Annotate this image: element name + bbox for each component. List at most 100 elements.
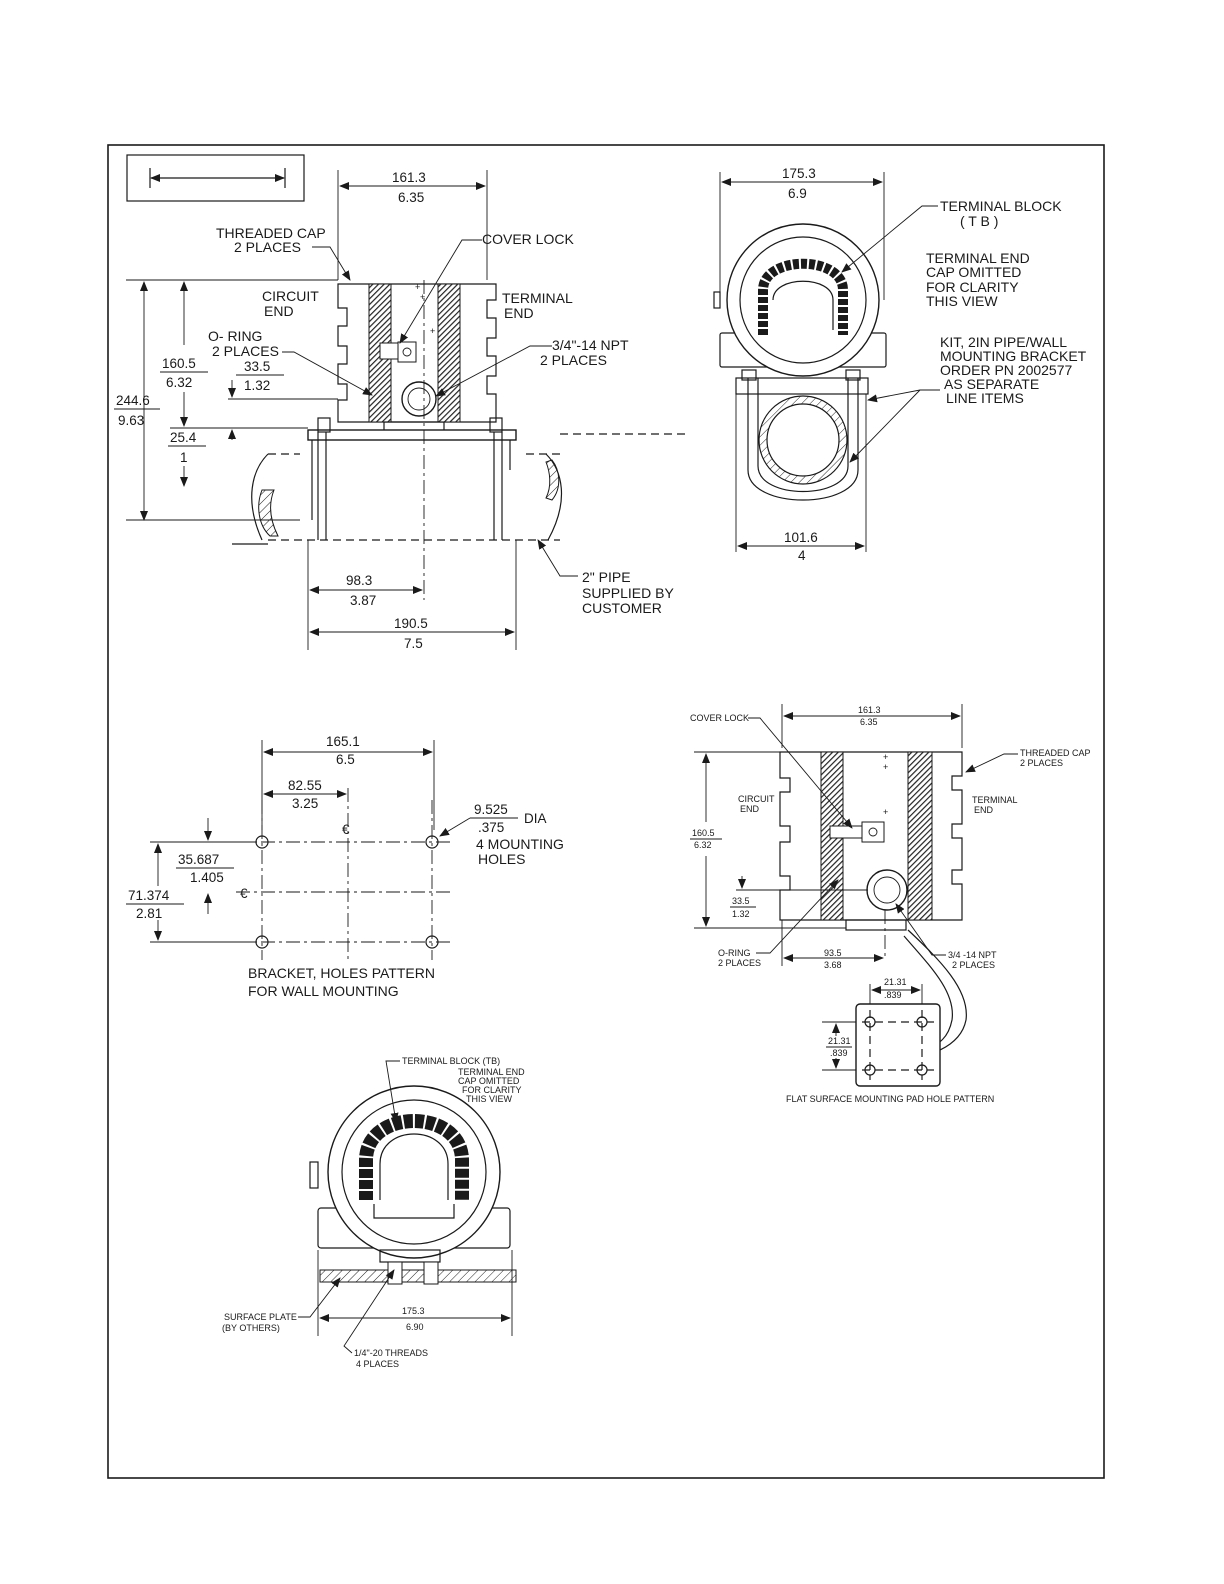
pipe — [232, 433, 690, 545]
svg-text:+: + — [415, 282, 420, 292]
surface-note-1: TERMINAL END — [458, 1067, 525, 1077]
terminal-block-surface — [359, 1114, 469, 1219]
end-bottom-in: 4 — [798, 548, 806, 563]
flat-npt: 3/4 -14 NPT — [948, 950, 997, 960]
svg-text:+: + — [420, 292, 425, 302]
end-note-3: FOR CLARITY — [926, 279, 1019, 295]
circuit-end-label-2: END — [264, 303, 294, 319]
svg-text:+: + — [883, 762, 888, 772]
u-bolt — [311, 432, 511, 540]
surface-plate-end-view: TERMINAL BLOCK (TB) TERMINAL END CAP OMI… — [222, 1056, 525, 1369]
threaded-cap-right-flat — [907, 751, 933, 921]
flat-height-in: 6.32 — [694, 840, 712, 850]
bracket-caption: BRACKET, HOLES PATTERN — [248, 965, 435, 981]
bracket-width-mm: 165.1 — [326, 734, 360, 749]
flat-width-in: 6.35 — [860, 717, 878, 727]
mounting-hole — [425, 935, 439, 949]
bracket-width-in: 6.5 — [336, 752, 355, 767]
pipe-note-3: CUSTOMER — [582, 600, 662, 616]
circuit-end-label: CIRCUIT — [262, 288, 319, 304]
front-center-in: 3.87 — [350, 593, 376, 608]
threads-places: 4 PLACES — [356, 1359, 399, 1369]
front-view-pipe-mount: + + + 161.3 6.35 T — [114, 170, 690, 651]
holes-note: 4 MOUNTING — [476, 836, 564, 852]
front-bracket-in: 7.5 — [404, 636, 423, 651]
front-pipe-mm: 25.4 — [170, 430, 197, 445]
kit-note-5: LINE ITEMS — [946, 390, 1024, 406]
mounting-bracket — [307, 429, 517, 441]
svg-text:+: + — [883, 807, 888, 817]
flat-height-mm: 160.5 — [692, 828, 715, 838]
kit-note-1: KIT, 2IN PIPE/WALL — [940, 334, 1067, 350]
bracket-half-y-in: 1.405 — [190, 870, 224, 885]
terminal-block-abbr: ( T B ) — [960, 213, 998, 229]
end-note-1: TERMINAL END — [926, 250, 1030, 266]
mounting-pad — [855, 929, 967, 1087]
threads-label: 1/4"-20 THREADS — [354, 1348, 428, 1358]
terminal-end-label-2: END — [504, 305, 534, 321]
terminal-end-label: TERMINAL — [502, 290, 573, 306]
cover-lock-label: COVER LOCK — [482, 231, 574, 247]
end-note-4: THIS VIEW — [926, 293, 998, 309]
flat-width-mm: 161.3 — [858, 705, 881, 715]
npt-places: 2 PLACES — [540, 352, 607, 368]
kit-note-2: MOUNTING BRACKET — [940, 348, 1087, 364]
flat-center-mm: 93.5 — [824, 948, 842, 958]
svg-text:+: + — [430, 326, 435, 336]
terminal-block-end — [758, 258, 848, 335]
kit-note-4: AS SEPARATE — [944, 376, 1039, 392]
end-width-mm: 175.3 — [782, 166, 816, 181]
centerline-mark: € — [342, 822, 350, 837]
flat-conduit-in: 1.32 — [732, 909, 750, 919]
surface-plate — [319, 1269, 517, 1283]
cover-lock-tab — [397, 341, 417, 363]
pad-x-mm: 21.31 — [884, 977, 907, 987]
flat-threaded-cap-places: 2 PLACES — [1020, 758, 1063, 768]
front-height-in: 6.32 — [166, 375, 192, 390]
front-width-in: 6.35 — [398, 190, 424, 205]
housing-end-circle — [726, 223, 880, 377]
front-bracket-mm: 190.5 — [394, 616, 428, 631]
surface-plate-label-2: (BY OTHERS) — [222, 1323, 280, 1333]
centerline-mark-2: € — [240, 886, 248, 901]
transmitter-housing-flat — [779, 751, 963, 921]
hole-dia-in: .375 — [478, 820, 504, 835]
front-pipe-in: 1 — [180, 450, 188, 465]
surface-note-4: THIS VIEW — [466, 1094, 513, 1104]
front-total-in: 9.63 — [118, 413, 144, 428]
surface-note-3: FOR CLARITY — [462, 1085, 522, 1095]
flat-npt-places: 2 PLACES — [952, 960, 995, 970]
flat-threaded-cap: THREADED CAP — [1020, 748, 1091, 758]
flat-oring-places: 2 PLACES — [718, 958, 761, 968]
front-width-mm: 161.3 — [392, 170, 426, 185]
front-height-mm: 160.5 — [162, 356, 196, 371]
double-arrow-icon — [149, 168, 286, 188]
mounting-hole — [425, 835, 439, 849]
u-bolt-end — [747, 378, 859, 501]
oring-label: O- RING — [208, 328, 262, 344]
kit-note-3: ORDER PN 2002577 — [940, 362, 1073, 378]
bracket-caption-2: FOR WALL MOUNTING — [248, 983, 399, 999]
conduit-port — [401, 381, 437, 417]
flat-conduit-mm: 33.5 — [732, 896, 750, 906]
end-width-in: 6.9 — [788, 186, 807, 201]
bracket-half-mm: 82.55 — [288, 778, 322, 793]
legend-box — [126, 154, 305, 202]
surface-width-in: 6.90 — [406, 1322, 424, 1332]
end-bottom-mm: 101.6 — [784, 530, 818, 545]
threaded-cap-places: 2 PLACES — [234, 239, 301, 255]
housing-end-circle-2 — [327, 1085, 501, 1259]
terminal-block-label: TERMINAL BLOCK — [940, 198, 1062, 214]
surface-plate-label: SURFACE PLATE — [224, 1312, 297, 1322]
bracket-hole-pattern: 165.1 6.5 82.55 3.25 € € 9.525 DIA .375 … — [126, 734, 564, 999]
bracket-half-in: 3.25 — [292, 796, 318, 811]
hole-dia-mm: 9.525 — [474, 802, 508, 817]
pipe-section — [758, 395, 848, 485]
flat-caption: FLAT SURFACE MOUNTING PAD HOLE PATTERN — [786, 1094, 994, 1104]
hole-dia-suffix: DIA — [524, 811, 547, 826]
surface-terminal-block: TERMINAL BLOCK (TB) — [402, 1056, 500, 1066]
flat-terminal-end-2: END — [974, 805, 994, 815]
npt-label: 3/4"-14 NPT — [552, 337, 629, 353]
front-center-mm: 98.3 — [346, 573, 372, 588]
